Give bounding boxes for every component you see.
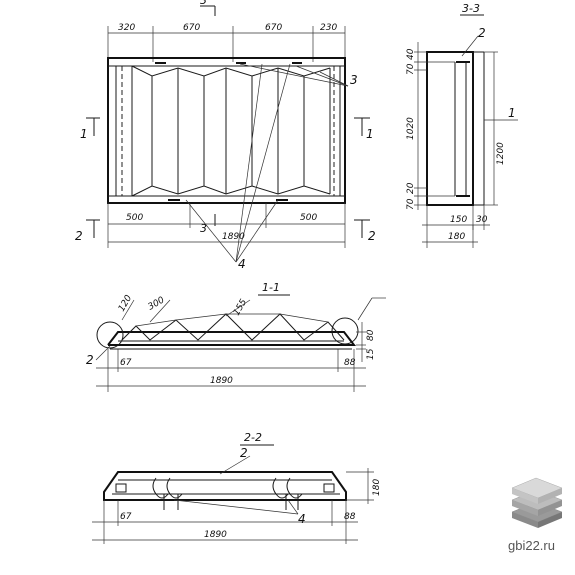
- plan-dim-bottom-3: 500: [300, 213, 317, 223]
- plan-cut-3-top: 3: [200, 0, 207, 7]
- plan-dim-top-3: 670: [265, 23, 282, 33]
- section-1-1-dim-300: 300: [147, 295, 167, 312]
- section-1-1-dim-80: 80: [366, 329, 376, 341]
- plan-cut-2-left: 2: [75, 229, 83, 243]
- section-1-1-title: 1-1: [262, 281, 280, 294]
- plan-dim-top-4: 230: [320, 23, 337, 33]
- plan-dim-bottom-2: 1890: [222, 232, 245, 242]
- section-2-2-title: 2-2: [244, 431, 262, 444]
- section-2-2-dim-1890: 1890: [204, 530, 227, 540]
- section-3-3-dim-70-bottom: 70: [406, 198, 416, 210]
- plan-cut-1-right: 1: [366, 127, 374, 141]
- section-3-3-dim-1020: 1020: [406, 117, 416, 140]
- section-2-2-dim-180: 180: [372, 479, 382, 496]
- plan-dim-top-1: 320: [118, 23, 135, 33]
- section-1-1-dim-15: 15: [366, 348, 376, 360]
- plan-cut-1-left: 1: [80, 127, 88, 141]
- section-3-3-mark-1: 1: [508, 106, 516, 120]
- plan-callout-3: 3: [350, 73, 358, 87]
- plan-callout-4: 4: [238, 257, 246, 271]
- section-3-3: 3-3 2 1 40 70 1020 20 70 1200: [406, 2, 518, 248]
- plan-view: 320 670 670 230 3: [75, 0, 376, 271]
- brand-watermark: gbi22.ru: [508, 477, 563, 553]
- section-1-1-dim-1890: 1890: [210, 376, 233, 386]
- section-1-1: 1-1 120 300 155 80 15 2: [86, 281, 386, 392]
- section-2-2: 2-2 2 4 180 67 1890: [92, 431, 382, 544]
- section-1-1-mark-2: 2: [86, 353, 94, 367]
- section-3-3-mark-2: 2: [478, 26, 486, 40]
- section-3-3-dim-40: 40: [406, 48, 416, 60]
- section-1-1-dim-155: 155: [232, 297, 249, 317]
- plan-cut-3-bottom: 3: [200, 222, 207, 235]
- stacked-slabs-logo-icon: [511, 477, 563, 528]
- section-2-2-mark-2: 2: [240, 446, 248, 460]
- section-3-3-title: 3-3: [462, 2, 480, 15]
- section-3-3-dim-1200: 1200: [496, 142, 506, 165]
- plan-dim-top-2: 670: [183, 23, 200, 33]
- section-3-3-dim-30: 30: [476, 215, 488, 225]
- section-3-3-dim-20: 20: [406, 182, 416, 194]
- section-3-3-dim-180: 180: [448, 232, 465, 242]
- brand-site-name: gbi22.ru: [508, 538, 555, 553]
- section-1-1-dim-88: 88: [344, 358, 356, 368]
- section-2-2-dim-88: 88: [344, 512, 356, 522]
- section-3-3-dim-150: 150: [450, 215, 467, 225]
- plan-cut-2-right: 2: [368, 229, 376, 243]
- section-3-3-dim-70-top: 70: [406, 63, 416, 75]
- plan-dim-bottom-1: 500: [126, 213, 143, 223]
- section-1-1-dim-67: 67: [120, 358, 132, 368]
- section-2-2-mark-4: 4: [298, 512, 306, 526]
- section-2-2-dim-67: 67: [120, 512, 132, 522]
